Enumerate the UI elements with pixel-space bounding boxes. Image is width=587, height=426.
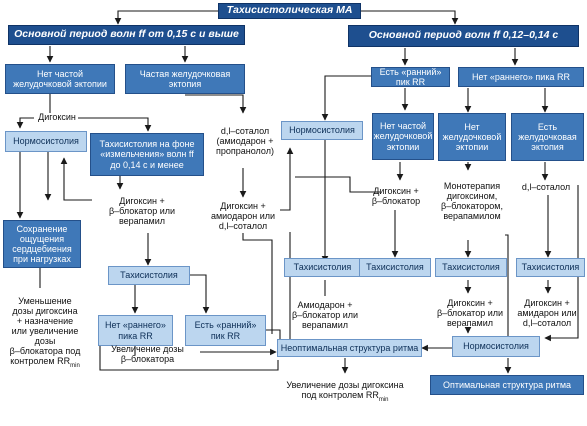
dose-reduction-text: Уменьшение дозы дигоксина + назначение и… xyxy=(9,295,81,366)
digoxin-text: Дигоксин xyxy=(38,112,76,123)
edge-mono-right xyxy=(505,234,509,340)
increase-bb: Увеличение дозы β–блокатора xyxy=(111,343,184,364)
digoxin-bb-verapamil-right: Дигоксин + β–блокатор или верапамил xyxy=(436,297,504,329)
suboptimal-rhythm: Неоптимальная структура ритма xyxy=(277,339,422,357)
digoxin-amiodarone-sotalol: Дигоксин + амиодарон или d,l–соталол xyxy=(210,200,276,232)
digoxin-amio-sotalol-right: Дигоксин + амидарон или d,l–соталол xyxy=(517,297,577,329)
edge-earlyl-sub xyxy=(266,329,281,343)
early-peak-right: Есть «ранний» пик RR xyxy=(371,67,450,87)
monotherapy: Монотерапия дигоксином, β–блокатором, ве… xyxy=(441,180,503,222)
frequent-ectopy: Частая желудочковая эктопия xyxy=(125,64,245,94)
edge-dig-norm xyxy=(16,117,34,129)
no-ventricular-ectopy: Нет желудочковой эктопии xyxy=(438,113,506,161)
edge-ect-sotalol xyxy=(185,94,247,114)
edge-digbb-left xyxy=(295,176,380,193)
right-header: Основной период волн ff 0,12–0,14 с xyxy=(348,25,579,47)
edge-er-normmid xyxy=(321,75,371,121)
no-early-peak-right: Нет «раннего» пика RR xyxy=(458,67,584,87)
no-early-peak-left: Нет «раннего» пика RR xyxy=(98,315,173,346)
dose-reduction: Уменьшение дозы дигоксина + назначение и… xyxy=(0,290,90,375)
sotalol-right: d,l–соталол xyxy=(521,181,571,192)
no-frequent-ectopy-right: Нет частой желудочковой эктопии xyxy=(372,113,434,160)
dose-reduction-sub: min xyxy=(70,362,80,369)
amiodarone-bb-verapamil: Амиодарон + β–блокатор или верапамил xyxy=(291,299,359,331)
edge-tmid-early xyxy=(190,274,210,314)
early-peak-left: Есть «ранний» пик RR xyxy=(185,315,266,346)
normosystole-bottom: Нормосистолия xyxy=(452,336,540,357)
tachysystole-r4: Тахисистолия xyxy=(516,258,585,277)
sotalol-text: d,l–соталол (амиодарон + пропранолол) xyxy=(216,125,274,157)
optimal-rhythm: Оптимальная структура ритма xyxy=(430,375,584,395)
preserved-heartbeat: Сохранение ощущения сердцебиения при наг… xyxy=(3,220,81,268)
edge-title-right xyxy=(361,10,459,25)
edge-dig-tachy xyxy=(78,117,152,132)
increase-digoxin-text: Увеличение дозы дигоксина под контролем … xyxy=(286,380,404,401)
left-header: Основной период волн ff от 0,15 с и выше xyxy=(8,25,245,45)
tachysystole-r3: Тахисистолия xyxy=(435,258,507,277)
digoxin-bb-verapamil: Дигоксин + β–блокатор или верапамил xyxy=(108,195,176,227)
tachysystole-r2: Тахисистолия xyxy=(359,258,431,277)
edge-das-normmid xyxy=(280,147,294,211)
tachysystole-r1: Тахисистолия xyxy=(284,258,361,277)
edge-left-sub xyxy=(99,345,279,371)
digoxin-bb: Дигоксин + β–блокатор xyxy=(371,185,421,206)
edge-title-left xyxy=(114,10,218,25)
edge-dbv-loop xyxy=(60,157,92,201)
normosystole-mid: Нормосистолия xyxy=(281,121,363,140)
title-node: Тахисистолическая МА xyxy=(218,3,361,19)
no-frequent-ectopy: Нет частой желудочковой эктопии xyxy=(5,64,115,94)
edge-das-loop xyxy=(242,233,273,334)
edge-sot-r xyxy=(544,185,579,342)
tachysystole-shortening: Тахисистолия на фоне «измельчения» волн … xyxy=(90,133,204,176)
has-ventricular-ectopy: Есть желудочковая эктопия xyxy=(511,113,584,161)
increase-digoxin: Увеличение дозы дигоксина под контролем … xyxy=(270,377,420,407)
normosystole-left: Нормосистолия xyxy=(5,131,87,152)
increase-digoxin-sub: min xyxy=(378,397,389,404)
tachysystole-mid: Тахисистолия xyxy=(108,266,190,285)
